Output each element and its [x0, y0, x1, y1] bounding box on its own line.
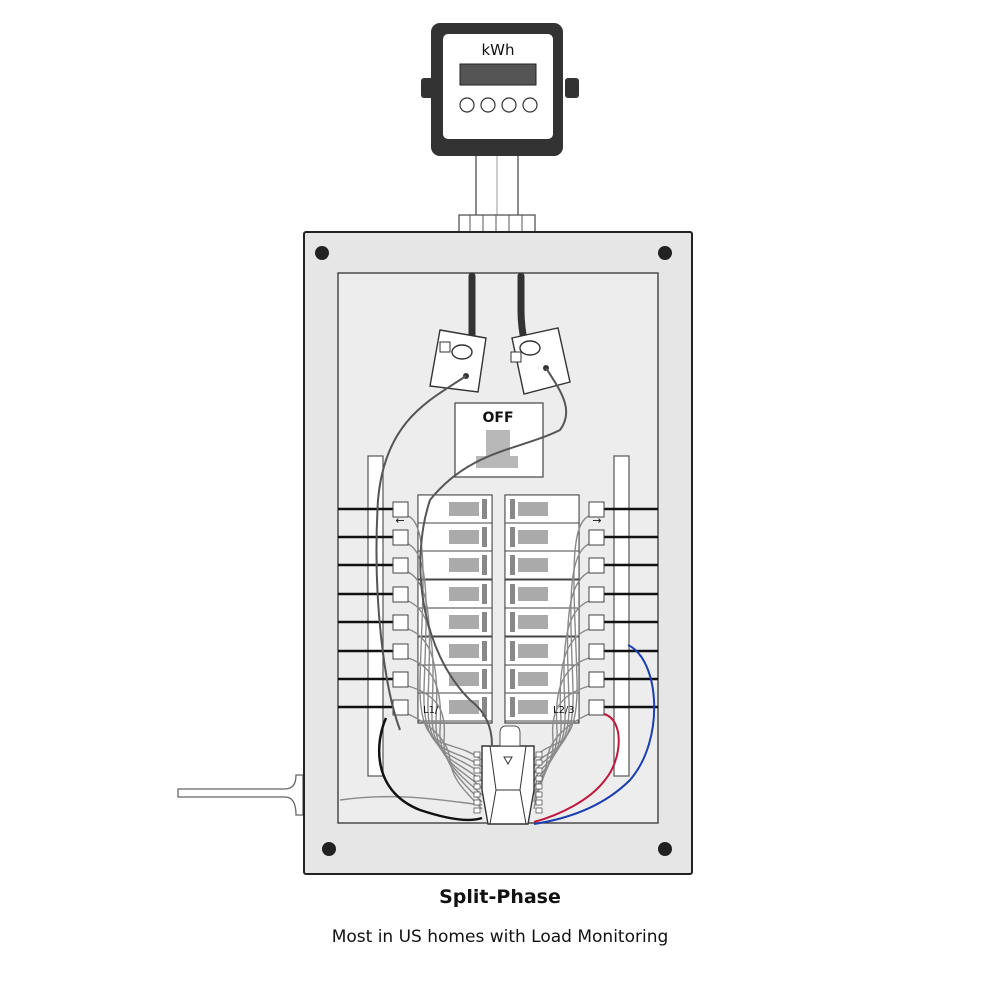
- neutral-wire: [378, 717, 483, 822]
- panel-screw-bottom-right: [658, 842, 672, 856]
- main-breaker: OFF: [454, 402, 544, 478]
- arrow-left-icon: ←: [395, 514, 404, 527]
- meter-display: [459, 63, 537, 86]
- panel-screw-top-left: [315, 246, 329, 260]
- triangle-logo-icon: [503, 756, 513, 766]
- main-ct-leads: [375, 367, 568, 746]
- meter-button-4: [522, 97, 538, 113]
- energy-monitor: [473, 725, 543, 825]
- meter-face: [443, 34, 553, 139]
- caption-subtitle: Most in US homes with Load Monitoring: [331, 927, 669, 947]
- external-cable: [177, 774, 304, 816]
- meter-button-2: [480, 97, 496, 113]
- breaker-column-right: [504, 494, 580, 724]
- arrow-right-icon: →: [592, 514, 601, 527]
- blue-voltage-wire: [533, 644, 656, 825]
- panel-screw-top-right: [658, 246, 672, 260]
- conduit-connector: [458, 214, 536, 233]
- panel-interior: [337, 272, 659, 824]
- red-voltage-wire: [533, 713, 620, 823]
- main-ct-clamp-left: [429, 329, 487, 393]
- panel-screw-bottom-left: [322, 842, 336, 856]
- branch-ct-clips: [392, 501, 605, 716]
- branch-circuit-wires: [338, 507, 658, 709]
- kwh-meter: kWh: [421, 23, 579, 221]
- phase-label-left: L1/: [423, 705, 439, 716]
- meter-button-3: [501, 97, 517, 113]
- main-breaker-label: OFF: [482, 410, 513, 426]
- caption-title: Split-Phase: [439, 886, 561, 908]
- meter-unit-label: kWh: [481, 41, 514, 59]
- breaker-column-left: [417, 494, 493, 724]
- main-ct-clamp-right: [510, 327, 571, 395]
- neutral-bar-left: [367, 455, 384, 777]
- phase-label-right: L2/3: [553, 705, 575, 716]
- meter-button-1: [459, 97, 475, 113]
